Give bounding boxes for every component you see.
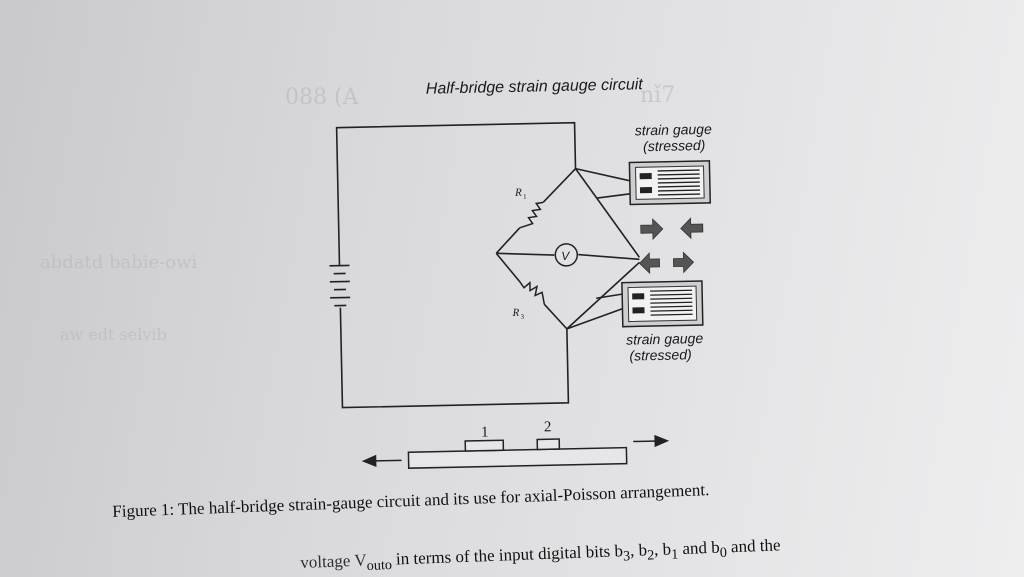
gauge-pad-1: [464, 439, 505, 452]
force-arrows: [638, 217, 704, 275]
arrow-left-icon: [680, 217, 704, 240]
gauge-pad-2: [536, 438, 561, 451]
svg-text:abdatd babie-owi: abdatd babie-owi: [40, 252, 197, 273]
diagram-title: Half-bridge strain gauge circuit: [426, 76, 644, 98]
circuit-wires: [335, 121, 641, 409]
body-text-subscript: outo: [366, 557, 393, 574]
voltmeter-label: V: [561, 249, 570, 263]
resistor-r1-label: R: [514, 187, 522, 199]
gauge-top-label-2: (stressed): [643, 137, 706, 154]
gauge-top-label-1: strain gauge: [635, 121, 713, 139]
beam: [407, 446, 628, 469]
arrow-right-head-icon: [654, 434, 670, 448]
svg-text:nǐ7: nǐ7: [640, 83, 675, 108]
svg-text:088 (A: 088 (A: [285, 85, 360, 110]
resistor-r3-label: R: [511, 307, 519, 319]
body-text-suffix: and the: [726, 535, 781, 557]
voltmeter: V: [554, 243, 579, 267]
body-text-prefix: voltage V: [300, 550, 367, 572]
arrow-left-icon-lower: [638, 252, 660, 275]
arrow-right-icon-lower: [673, 251, 695, 274]
body-text-sep2: , b: [653, 539, 672, 560]
body-text-sep1: , b: [629, 540, 648, 560]
resistor-r1: R 1: [514, 187, 544, 229]
resistor-r1-subscript: 1: [523, 193, 527, 201]
strain-gauge-bottom: strain gauge (stressed): [621, 280, 704, 364]
resistor-r3-subscript: 3: [521, 313, 525, 321]
beam-label-2: 2: [544, 419, 552, 435]
gauge-bottom-label-2: (stressed): [629, 346, 692, 363]
body-text-sep3: and b: [677, 537, 721, 559]
arrow-right-icon: [640, 218, 664, 241]
resistor-r3: R 3: [511, 281, 546, 321]
battery: [329, 264, 351, 307]
gauge-bottom-label-1: strain gauge: [626, 330, 704, 348]
beam-label-1: 1: [481, 425, 489, 441]
svg-text:aw edt selvib: aw edt selvib: [60, 325, 167, 344]
arrow-left-head-icon: [361, 454, 377, 468]
strain-gauge-top: strain gauge (stressed): [628, 121, 713, 206]
beam-diagram: 1 2: [361, 419, 670, 469]
bleed-through-text: 088 (A nǐ7 abdatd babie-owi aw edt selvi…: [40, 83, 675, 344]
